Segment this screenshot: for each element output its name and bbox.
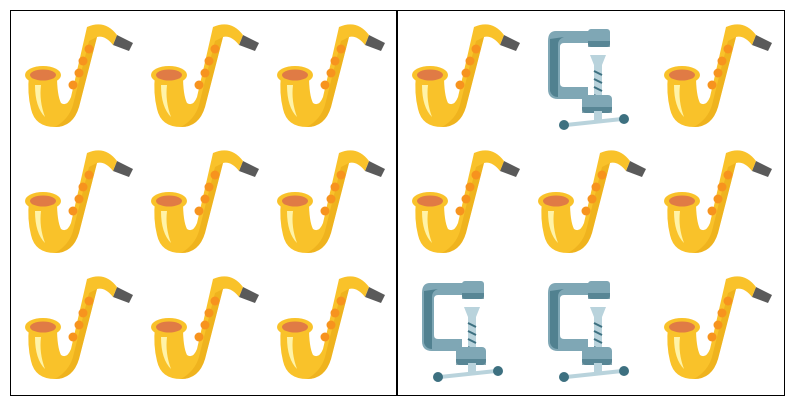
grid-cell	[404, 267, 524, 385]
grid-cell	[404, 141, 524, 259]
grid-cell	[143, 141, 263, 259]
saxophone-icon	[664, 276, 772, 379]
saxophone-icon	[25, 150, 133, 253]
grid-cell	[17, 267, 137, 385]
grid-cell	[530, 15, 650, 133]
saxophone-icon	[277, 24, 385, 128]
saxophone-icon	[664, 24, 772, 128]
grid-cell	[404, 15, 524, 133]
saxophone-icon	[412, 24, 520, 128]
left-panel	[10, 10, 397, 396]
saxophone-icon	[538, 150, 646, 253]
saxophone-icon	[412, 150, 520, 253]
saxophone-icon	[664, 150, 772, 253]
saxophone-icon	[277, 150, 385, 253]
saxophone-icon	[25, 276, 133, 379]
grid-cell	[656, 267, 776, 385]
right-panel	[397, 10, 785, 396]
saxophone-icon	[151, 24, 259, 128]
grid-cell	[269, 141, 389, 259]
clamp-icon	[546, 279, 631, 384]
grid-cell	[17, 141, 137, 259]
grid-cell	[530, 267, 650, 385]
clamp-icon	[546, 27, 631, 132]
saxophone-icon	[277, 276, 385, 379]
grid-cell	[269, 267, 389, 385]
saxophone-icon	[151, 150, 259, 253]
saxophone-icon	[151, 276, 259, 379]
grid-cell	[656, 15, 776, 133]
grid-cell	[17, 15, 137, 133]
clamp-icon	[420, 279, 505, 384]
grid-cell	[530, 141, 650, 259]
grid-cell	[143, 15, 263, 133]
saxophone-icon	[25, 24, 133, 128]
grid-cell	[269, 15, 389, 133]
grid-cell	[143, 267, 263, 385]
grid-cell	[656, 141, 776, 259]
